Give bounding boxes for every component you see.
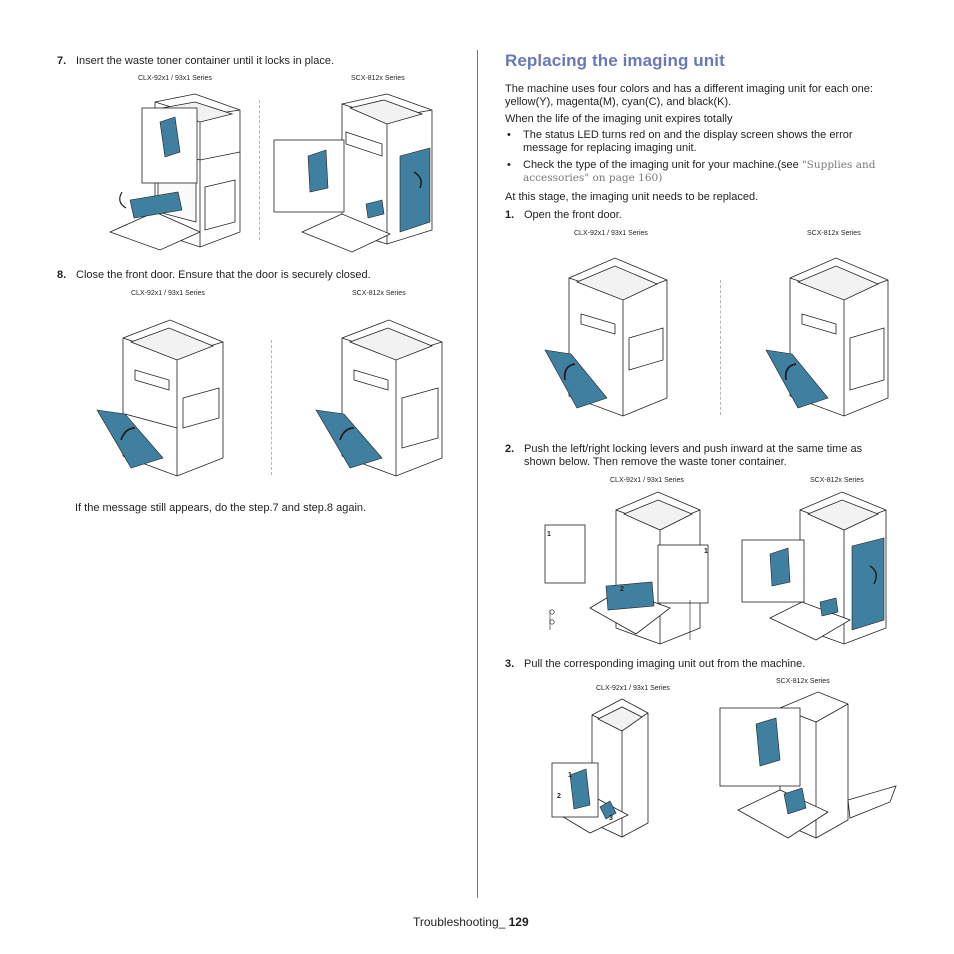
bullet-dot: • <box>507 159 511 171</box>
figure-caption: CLX-92x1 / 93x1 Series <box>131 290 205 297</box>
step-3: 3. Pull the corresponding imaging unit o… <box>505 657 905 671</box>
printer-illustration <box>273 93 433 253</box>
cross-reference-link[interactable]: "Supplies and <box>801 159 876 171</box>
printer-illustration <box>544 491 709 645</box>
figure-caption: SCX-812x Series <box>351 75 405 82</box>
intro-line: When the life of the imaging unit expire… <box>505 113 733 125</box>
step-text: Pull the corresponding imaging unit out … <box>524 658 806 670</box>
page-number: 129 <box>508 915 529 929</box>
bullet-dot: • <box>507 129 511 141</box>
step-8: 8. Close the front door. Ensure that the… <box>57 268 457 282</box>
step-number: 1. <box>505 209 515 221</box>
figure-divider <box>259 100 260 240</box>
step-number: 2. <box>505 443 515 455</box>
bullet-text: The status LED turns red on and the disp… <box>523 129 853 141</box>
step-text: Close the front door. Ensure that the do… <box>76 269 371 281</box>
callout-number: 3 <box>609 815 613 822</box>
figure-caption: SCX-812x Series <box>352 290 406 297</box>
figure-caption: CLX-92x1 / 93x1 Series <box>574 230 648 237</box>
page-footer: Troubleshooting_ 129 <box>413 915 529 929</box>
intro-line: yellow(Y), magenta(M), cyan(C), and blac… <box>505 96 732 108</box>
note-text: If the message still appears, do the ste… <box>75 502 367 514</box>
step-number: 7. <box>57 55 67 67</box>
step-2: 2. Push the left/right locking levers an… <box>505 442 925 470</box>
printer-illustration <box>544 257 668 417</box>
printer-illustration <box>315 319 443 477</box>
column-divider <box>477 50 478 898</box>
printer-illustration <box>96 319 224 477</box>
figure-caption: SCX-812x Series <box>776 678 830 685</box>
section-title: Replacing the imaging unit <box>505 51 725 70</box>
bullet-item: • Check the type of the imaging unit for… <box>505 159 905 187</box>
step-number: 3. <box>505 658 515 670</box>
step-text: Push the left/right locking levers and p… <box>524 443 863 455</box>
step-text: shown below. Then remove the waste toner… <box>524 456 787 468</box>
intro-line: At this stage, the imaging unit needs to… <box>505 191 759 203</box>
printer-illustration <box>108 93 241 251</box>
callout-number: 2 <box>557 793 561 800</box>
step-text: Insert the waste toner container until i… <box>76 55 335 67</box>
printer-illustration <box>551 698 649 838</box>
bullet-item: • The status LED turns red on and the di… <box>505 129 905 157</box>
callout-number: 1 <box>704 548 708 555</box>
printer-illustration <box>765 257 889 417</box>
figure-caption: SCX-812x Series <box>807 230 861 237</box>
bullet-text-plain: Check the type of the imaging unit for y… <box>523 159 802 171</box>
figure-divider <box>271 340 272 475</box>
callout-number: 2 <box>620 586 624 593</box>
bullet-text: Check the type of the imaging unit for y… <box>523 159 875 172</box>
callout-number: 1 <box>568 772 572 779</box>
printer-illustration <box>719 691 897 839</box>
footer-section: Troubleshooting_ <box>413 915 509 929</box>
step-text: Open the front door. <box>524 209 622 221</box>
step-number: 8. <box>57 269 67 281</box>
figure-divider <box>720 280 721 415</box>
step-1: 1. Open the front door. <box>505 208 905 222</box>
printer-illustration <box>741 491 887 645</box>
figure-caption: CLX-92x1 / 93x1 Series <box>138 75 212 82</box>
intro-line: The machine uses four colors and has a d… <box>505 83 873 95</box>
cross-reference-link[interactable]: accessories" on page 160) <box>523 172 663 184</box>
figure-caption: CLX-92x1 / 93x1 Series <box>596 685 670 692</box>
bullet-text: message for replacing imaging unit. <box>523 142 697 154</box>
figure-caption: SCX-812x Series <box>810 477 864 484</box>
figure-caption: CLX-92x1 / 93x1 Series <box>610 477 684 484</box>
step-7: 7. Insert the waste toner container unti… <box>57 54 457 68</box>
callout-number: 1 <box>547 531 551 538</box>
